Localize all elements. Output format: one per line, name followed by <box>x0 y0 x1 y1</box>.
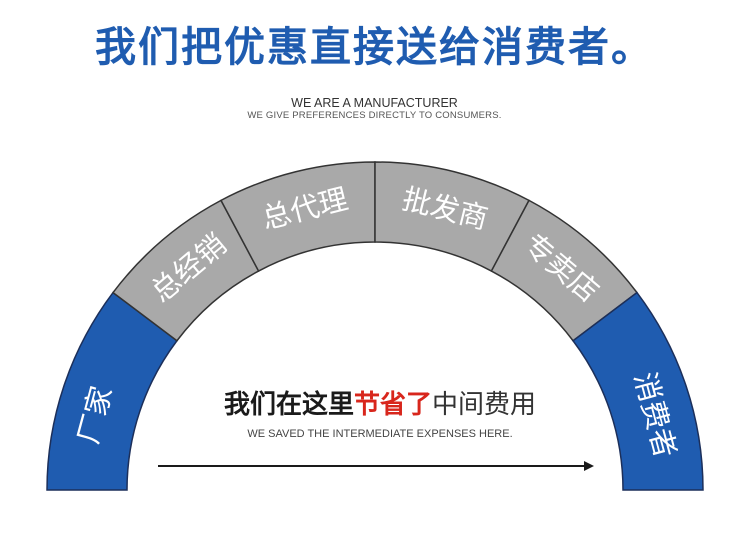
message-highlight: 节省了 <box>353 390 432 420</box>
arch-segment-6 <box>572 291 704 491</box>
message-part-1: 我们在这里 <box>223 390 354 420</box>
savings-message: 我们在这里节省了中间费用 <box>170 384 590 421</box>
message-part-3: 中间费用 <box>432 390 537 420</box>
tagline-english: WE GIVE PREFERENCES DIRECTLY TO CONSUMER… <box>247 110 502 121</box>
headline: 我们把优惠直接送给消费者。 <box>95 23 654 71</box>
savings-message-english: WE SAVED THE INTERMEDIATE EXPENSES HERE. <box>247 428 513 440</box>
subtitle-english: WE ARE A MANUFACTURER <box>291 96 458 110</box>
